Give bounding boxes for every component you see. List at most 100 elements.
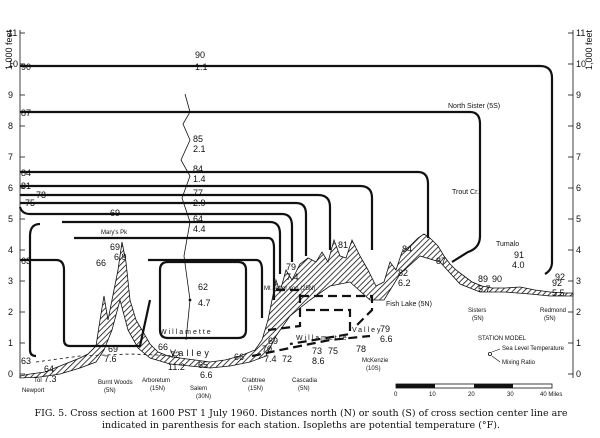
station-model-circle [487,351,492,356]
axis-tick-label: 9 [8,90,13,100]
scale-seg-3 [474,384,513,388]
value-79: 79 [380,324,390,334]
station-mckenzie-code: (10S) [366,366,381,372]
value-mck-78: 78 [356,344,366,354]
value-tol-64: 64 [44,364,54,374]
station-model-line2: Mixing Ratio [502,360,536,366]
label-87: 87 [21,108,31,118]
isopleth-75b [18,206,294,262]
station-sisters: Sisters [468,308,486,314]
label-mt-jefferson: Mt Jeffer son (25N) [264,286,315,292]
value-tol-63: 63 [21,356,31,366]
value-sis-89: 89 [478,274,488,284]
station-sisters-code: (5N) [472,316,484,322]
mix-2-9: 2.9 [193,198,206,208]
value-75: 75 [328,346,338,356]
label-marys-peak: Mary's Pk [101,230,128,236]
left-axis-unit-label: 1,000 feet [4,29,14,70]
axis-tick-label: 0 [576,369,581,379]
value-tol-7-3: 7.3 [44,374,57,384]
right-isopleth-92: 92 [555,272,565,282]
value-arb-11-2: 11.2 [168,362,185,372]
value-69b: 69 [268,336,278,346]
station-labels: Newport Tol Burnt Woods (5N) Arboretum (… [22,308,566,400]
isopleth-77 [160,201,308,256]
terrain-profile [19,233,574,379]
station-arboretum-code: (15N) [150,386,165,392]
dashed-isopleth-1 [267,288,302,332]
isopleth-87 [20,110,482,263]
scale-tick-10: 10 [429,392,436,398]
station-salem-code: (30N) [196,394,211,400]
axis-tick-label: 3 [576,276,581,286]
station-arboretum: Arboretum [142,378,170,384]
axis-tick-label: 4 [576,245,581,255]
mix-1-1: 1.1 [195,62,208,72]
label-willamette: Willamette [160,329,213,336]
dashed-isopleth-3 [289,308,352,346]
station-newport: Newport [22,388,45,394]
value-6-2: 6.2 [398,278,411,288]
axis-tick-label: 2 [8,307,13,317]
isopleth-62 [158,260,248,340]
isopleth-78 [20,193,332,250]
station-mckenzie: McKenzie [362,358,389,364]
value-64: 64 [193,214,203,224]
value-marys-69: 69 [110,242,120,252]
axis-tick-label: 1 [8,338,13,348]
value-sis-90: 90 [492,274,502,284]
value-82: 82 [398,268,408,278]
label-north-sister: North Sister (5S) [448,103,500,110]
value-81: 81 [338,240,348,250]
scale-tick-30: 30 [507,392,514,398]
value-casc-8-6: 8.6 [312,356,325,366]
value-casc-73: 73 [312,346,322,356]
label-69: 69 [110,208,120,218]
value-tum-91: 91 [514,250,524,260]
axis-tick-label: 10 [8,59,18,69]
station-crabtree-code: (15N) [248,386,263,392]
label-valley-2: Valley [352,327,383,334]
label-84: 84 [21,168,31,178]
scale-tick-0: 0 [394,392,398,398]
mix-4-4: 4.4 [193,224,206,234]
value-casc-72: 72 [282,354,292,364]
axis-tick-label: 10 [576,59,586,69]
station-salem: Salem [190,386,207,392]
value-84: 84 [193,164,203,174]
station-model-leader-2 [491,355,501,363]
station-burnt-woods: Burnt Woods [98,380,133,386]
value-arb-66: 66 [158,342,168,352]
isopleth-84 [20,170,430,238]
label-90: 90 [21,62,31,72]
isopleth-81 [20,184,374,250]
isopleth-69 [62,220,282,274]
label-trout-creek: Trout Cr. [452,189,479,196]
value-66b: 66 [234,352,244,362]
label-78: 78 [36,190,46,200]
isopleth-65 [148,258,264,318]
station-model-title: STATION MODEL [478,336,527,342]
scale-seg-1 [396,384,435,388]
station-values: 69 6.9 69 7.6 7.3 64 63 66 72 11.2 65 6.… [21,240,565,384]
value-salem-6-6: 6.6 [200,370,213,380]
station-model-leader-1 [491,348,501,353]
isopleth-66b [74,236,276,300]
label-willamette-2: Willamette [296,335,349,342]
value-90: 90 [195,50,205,60]
value-85: 85 [193,134,203,144]
station-tol: Tol [34,378,42,384]
axis-tick-label: 6 [576,183,581,193]
isopleth-90 [20,64,554,275]
label-66: 66 [96,258,106,268]
label-81: 81 [21,181,31,191]
value-77: 77 [193,188,203,198]
label-63: 63 [21,256,31,266]
axis-tick-label: 3 [8,276,13,286]
station-burnt-woods-code: (5N) [104,388,116,394]
scale-tick-20: 20 [468,392,475,398]
value-tum-4-0: 4.0 [512,260,525,270]
mix-2-1: 2.1 [193,144,206,154]
